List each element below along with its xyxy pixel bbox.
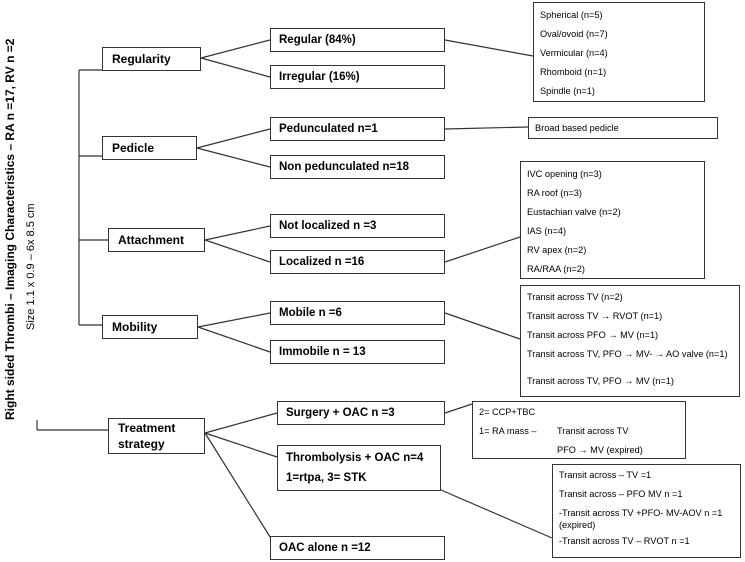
mobility-item: Transit across PFO → MV (n=1) (527, 330, 659, 340)
category-mobility: Mobility (102, 315, 198, 339)
category-pedicle: Pedicle (102, 136, 197, 160)
shape-item: Rhomboid (n=1) (540, 67, 607, 77)
transit-item: Transit across – PFO MV n =1 (559, 489, 683, 499)
mobility-item: Transit across TV, PFO → MV (n=1) (527, 376, 674, 386)
treatment-label-line1: Treatment (118, 421, 176, 435)
thrombolysis-line2: 1=rtpa, 3= STK (286, 472, 367, 484)
sub-non-pedunculated: Non pedunculated n=18 (270, 155, 445, 179)
site-item: IVC opening (n=3) (527, 169, 602, 179)
surgery-line1: 2= CCP+TBC (479, 407, 536, 417)
shapes-detail-box: Spherical (n=5) Oval/ovoid (n=7) Vermicu… (533, 2, 705, 102)
sub-pedunculated: Pedunculated n=1 (270, 117, 445, 141)
surgery-line3: PFO → MV (expired) (557, 445, 643, 455)
shape-item: Vermicular (n=4) (540, 48, 608, 58)
sub-surgery-oac: Surgery + OAC n =3 (277, 401, 445, 425)
category-regularity: Regularity (102, 47, 201, 71)
sub-thrombolysis-oac: Thrombolysis + OAC n=4 1=rtpa, 3= STK (277, 445, 441, 491)
size-note: Size 1.1 x 0.9 – 6x 8.5 cm (25, 203, 37, 330)
diagram-title: Right sided Thrombi – Imaging Characteri… (3, 38, 17, 420)
category-attachment: Attachment (108, 228, 205, 252)
surgery-detail-box: 2= CCP+TBC 1= RA mass – Transit across T… (472, 401, 686, 459)
sub-mobile: Mobile n =6 (270, 301, 445, 325)
category-treatment-strategy: Treatment strategy (108, 418, 205, 454)
oac-transit-box: Transit across – TV =1 Transit across – … (552, 464, 741, 558)
surgery-line2-left: 1= RA mass – (479, 426, 537, 436)
transit-item: -Transit across TV +PFO- MV-AOV n =1 (ex… (559, 508, 723, 530)
transit-item: Transit across – TV =1 (559, 470, 652, 480)
thrombolysis-line1: Thrombolysis + OAC n=4 (286, 452, 424, 464)
transit-item: -Transit across TV – RVOT n =1 (559, 536, 690, 546)
site-item: RA roof (n=3) (527, 188, 582, 198)
pedicle-detail: Broad based pedicle (535, 123, 619, 133)
mobility-item: Transit across TV → RVOT (n=1) (527, 311, 663, 321)
sub-not-localized: Not localized n =3 (270, 214, 445, 238)
site-item: Eustachian valve (n=2) (527, 207, 621, 217)
sub-irregular: Irregular (16%) (270, 65, 445, 89)
mobility-transit-box: Transit across TV (n=2) Transit across T… (520, 285, 740, 397)
treatment-label-line2: strategy (118, 437, 165, 451)
sub-immobile: Immobile n = 13 (270, 340, 445, 364)
shape-item: Oval/ovoid (n=7) (540, 29, 608, 39)
pedicle-detail-box: Broad based pedicle (528, 117, 718, 139)
site-item: RA/RAA (n=2) (527, 264, 585, 274)
site-item: RV apex (n=2) (527, 245, 587, 255)
surgery-line2-right: Transit across TV (557, 426, 629, 436)
sub-localized: Localized n =16 (270, 250, 445, 274)
surgery-line2: 1= RA mass – Transit across TV (479, 422, 679, 441)
sub-regular: Regular (84%) (270, 28, 445, 52)
attachment-sites-box: IVC opening (n=3) RA roof (n=3) Eustachi… (520, 161, 705, 279)
site-item: IAS (n=4) (527, 226, 567, 236)
mobility-item: Transit across TV (n=2) (527, 292, 623, 302)
mobility-item: Transit across TV, PFO → MV- → AO valve … (527, 349, 728, 359)
shape-item: Spherical (n=5) (540, 10, 603, 20)
sub-oac-alone: OAC alone n =12 (270, 536, 445, 560)
shape-item: Spindle (n=1) (540, 86, 595, 96)
